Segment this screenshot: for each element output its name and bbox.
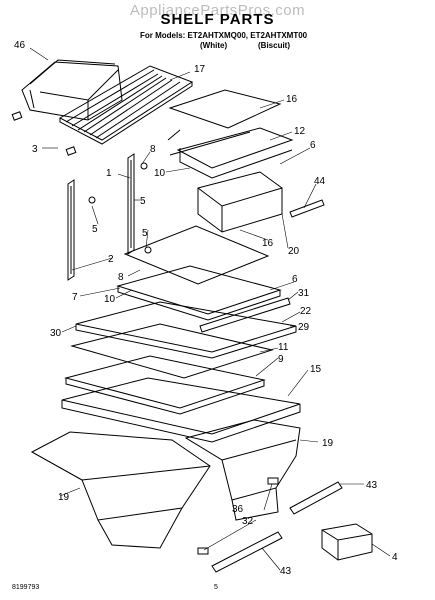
models-line: For Models: ET2AHTXMQ00, ET2AHTXMT00 — [140, 31, 308, 40]
part-36-glide — [267, 477, 279, 485]
callout-1: 1 — [106, 168, 112, 179]
part-5-screw — [144, 246, 152, 254]
callout-44: 44 — [314, 176, 326, 187]
callout-19: 19 — [322, 438, 334, 449]
part-3-spacers — [11, 111, 77, 156]
callout-5: 5 — [92, 224, 98, 235]
callout-5: 5 — [140, 196, 146, 207]
part-9-frame — [64, 355, 266, 415]
callout-5: 5 — [142, 228, 148, 239]
callout-16: 16 — [262, 238, 274, 249]
part-20-drawer — [197, 171, 283, 233]
callout-36: 36 — [232, 504, 244, 515]
part-16-glass-lower — [123, 225, 270, 285]
part-4-dish — [321, 523, 373, 561]
callout-20: 20 — [288, 246, 300, 257]
part-17-wire-shelf — [58, 65, 194, 145]
callout-12: 12 — [294, 126, 306, 137]
part-5-screw — [88, 196, 96, 204]
part-19-crisper-left — [30, 431, 211, 549]
callout-30: 30 — [50, 328, 62, 339]
part-2-bracket — [67, 179, 75, 281]
callout-31: 31 — [298, 288, 310, 299]
part-44-trim — [289, 199, 325, 218]
callout-10: 10 — [104, 294, 116, 305]
watermark: AppliancePartsPros.com — [129, 2, 306, 19]
page-number: 5 — [214, 584, 218, 591]
callout-8: 8 — [118, 272, 124, 283]
callout-15: 15 — [310, 364, 322, 375]
callout-22: 22 — [300, 306, 312, 317]
callout-6: 6 — [292, 274, 298, 285]
callout-11: 11 — [278, 342, 289, 353]
part-43-rail — [289, 481, 343, 515]
callout-46: 46 — [14, 40, 26, 51]
leader-lines — [29, 47, 391, 571]
part-11-glass — [70, 323, 274, 379]
callout-32: 32 — [242, 516, 254, 527]
callout-4: 4 — [392, 552, 398, 563]
callout-43: 43 — [366, 480, 378, 491]
part-19-crisper-right — [184, 419, 301, 521]
callout-3: 3 — [32, 144, 38, 155]
document-number: 8199793 — [12, 584, 40, 591]
callout-7: 7 — [72, 292, 78, 303]
part-8-clip — [140, 162, 148, 170]
callout-16: 16 — [286, 94, 298, 105]
callout-6: 6 — [310, 140, 316, 151]
page-title: SHELF PARTS — [160, 11, 275, 28]
part-16-glass-upper — [168, 89, 282, 129]
callout-labels: 46 17 3 16 12 8 6 10 44 1 5 5 5 16 20 2 … — [14, 40, 398, 577]
part-46-basket — [21, 59, 123, 121]
callout-29: 29 — [298, 322, 310, 333]
part-43-rail — [211, 531, 283, 573]
variant-white: (White) — [200, 41, 228, 50]
callout-2: 2 — [108, 254, 114, 265]
variant-biscuit: (Biscuit) — [258, 41, 290, 50]
callout-10: 10 — [154, 168, 166, 179]
callout-8: 8 — [150, 144, 156, 155]
middle-shelf-frame — [116, 265, 282, 321]
part-31-rail — [199, 297, 291, 333]
part-1-bracket — [127, 153, 135, 255]
callout-19: 19 — [58, 492, 70, 503]
part-32-glide — [197, 547, 209, 555]
upper-shelf-frame — [167, 127, 294, 179]
callout-17: 17 — [194, 64, 206, 75]
callout-9: 9 — [278, 354, 284, 365]
callout-43: 43 — [280, 566, 292, 577]
part-15-shelf — [61, 377, 301, 443]
